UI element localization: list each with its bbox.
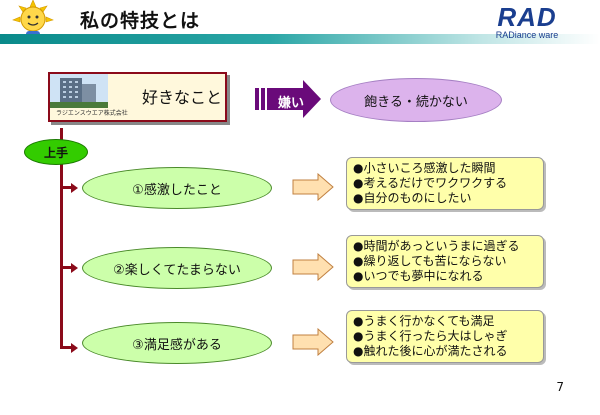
company-name: ラジエンスウエア株式会社 bbox=[56, 110, 128, 117]
header-band bbox=[0, 34, 600, 44]
skill-label: 上手 bbox=[24, 139, 88, 165]
branch-arrow-2-icon bbox=[71, 263, 78, 273]
building-icon bbox=[50, 74, 108, 112]
like-text: 好きなこと bbox=[142, 88, 223, 107]
item-3-arrow-icon bbox=[292, 327, 334, 360]
item-2-point-2: ●繰り返しても苦にならない bbox=[353, 254, 507, 268]
tree-line bbox=[60, 128, 63, 348]
item-3-point-3: ●触れた後に心が満たされる bbox=[353, 344, 508, 358]
item-1-oval: ①感激したこと bbox=[82, 167, 272, 209]
item-2-point-3: ●いつでも夢中になれる bbox=[353, 269, 484, 283]
item-2-point-1: ●時間があっというまに過ぎる bbox=[353, 239, 520, 253]
item-3-box: ●うまく行かなくても満足 ●うまく行ったら大はしゃぎ ●触れた後に心が満たされる bbox=[346, 310, 544, 363]
logo-sub-text: RADiance ware bbox=[495, 30, 559, 40]
item-1-point-3: ●自分のものにしたい bbox=[353, 191, 472, 205]
item-1-point-2: ●考えるだけでワクワクする bbox=[353, 176, 508, 190]
item-2-box: ●時間があっというまに過ぎる ●繰り返しても苦にならない ●いつでも夢中になれる bbox=[346, 235, 544, 288]
page-title: 私の特技とは bbox=[80, 10, 201, 32]
company-logo: RAD RADiance ware bbox=[468, 4, 586, 40]
branch-line-2 bbox=[60, 266, 72, 269]
like-box: ラジエンスウエア株式会社 好きなこと bbox=[48, 72, 227, 122]
item-3-point-2: ●うまく行ったら大はしゃぎ bbox=[353, 329, 508, 343]
branch-line-1 bbox=[60, 186, 72, 189]
item-1-point-1: ●小さいころ感激した瞬間 bbox=[353, 161, 496, 175]
item-2-arrow-icon bbox=[292, 252, 334, 285]
dislike-arrow-icon bbox=[255, 80, 325, 122]
branch-line-3 bbox=[60, 346, 72, 349]
item-1-box: ●小さいころ感激した瞬間 ●考えるだけでワクワクする ●自分のものにしたい bbox=[346, 157, 544, 210]
page-number: 7 bbox=[556, 380, 564, 394]
item-3-point-1: ●うまく行かなくても満足 bbox=[353, 314, 495, 328]
item-2-oval: ②楽しくてたまらない bbox=[82, 247, 272, 289]
dislike-label: 嫌い bbox=[277, 96, 304, 111]
branch-arrow-1-icon bbox=[71, 183, 78, 193]
item-1-arrow-icon bbox=[292, 172, 334, 205]
item-3-oval: ③満足感がある bbox=[82, 322, 272, 364]
dislike-result: 飽きる・続かない bbox=[330, 78, 502, 122]
branch-arrow-3-icon bbox=[71, 343, 78, 353]
logo-main-text: RAD bbox=[497, 2, 557, 32]
